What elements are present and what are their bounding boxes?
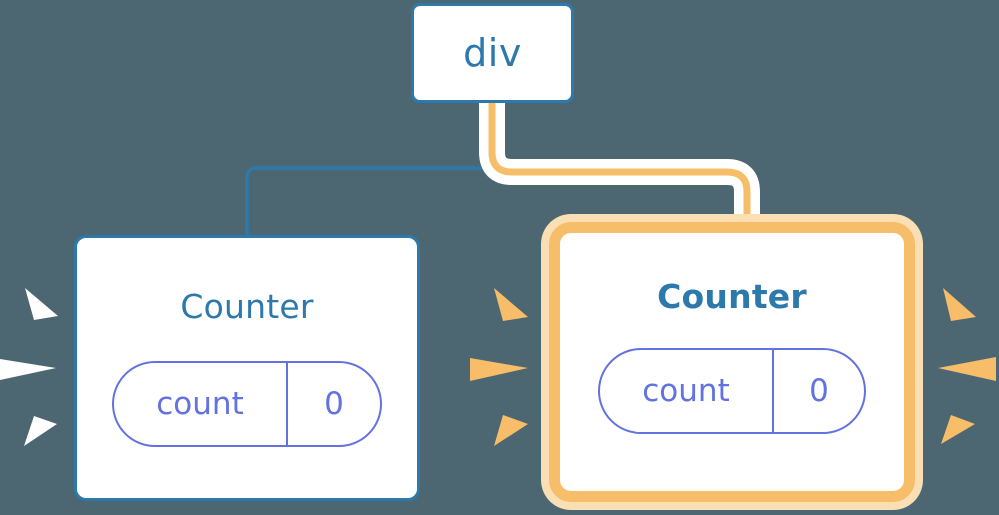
- component-title: Counter: [180, 287, 314, 326]
- state-key: count: [156, 385, 244, 422]
- node-div[interactable]: div: [411, 3, 574, 103]
- state-value: 0: [286, 363, 380, 445]
- connector-div-to-counter-left: [245, 101, 494, 238]
- component-card-counter-left[interactable]: Counter count 0: [74, 235, 420, 501]
- state-value: 0: [772, 350, 864, 432]
- component-title: Counter: [657, 277, 807, 316]
- node-div-label: div: [463, 31, 522, 75]
- state-pill[interactable]: count 0: [598, 348, 866, 434]
- state-key: count: [642, 372, 730, 409]
- component-card-counter-right[interactable]: Counter count 0: [549, 222, 915, 502]
- connector-div-to-counter-right: [488, 99, 751, 244]
- state-pill[interactable]: count 0: [112, 361, 382, 447]
